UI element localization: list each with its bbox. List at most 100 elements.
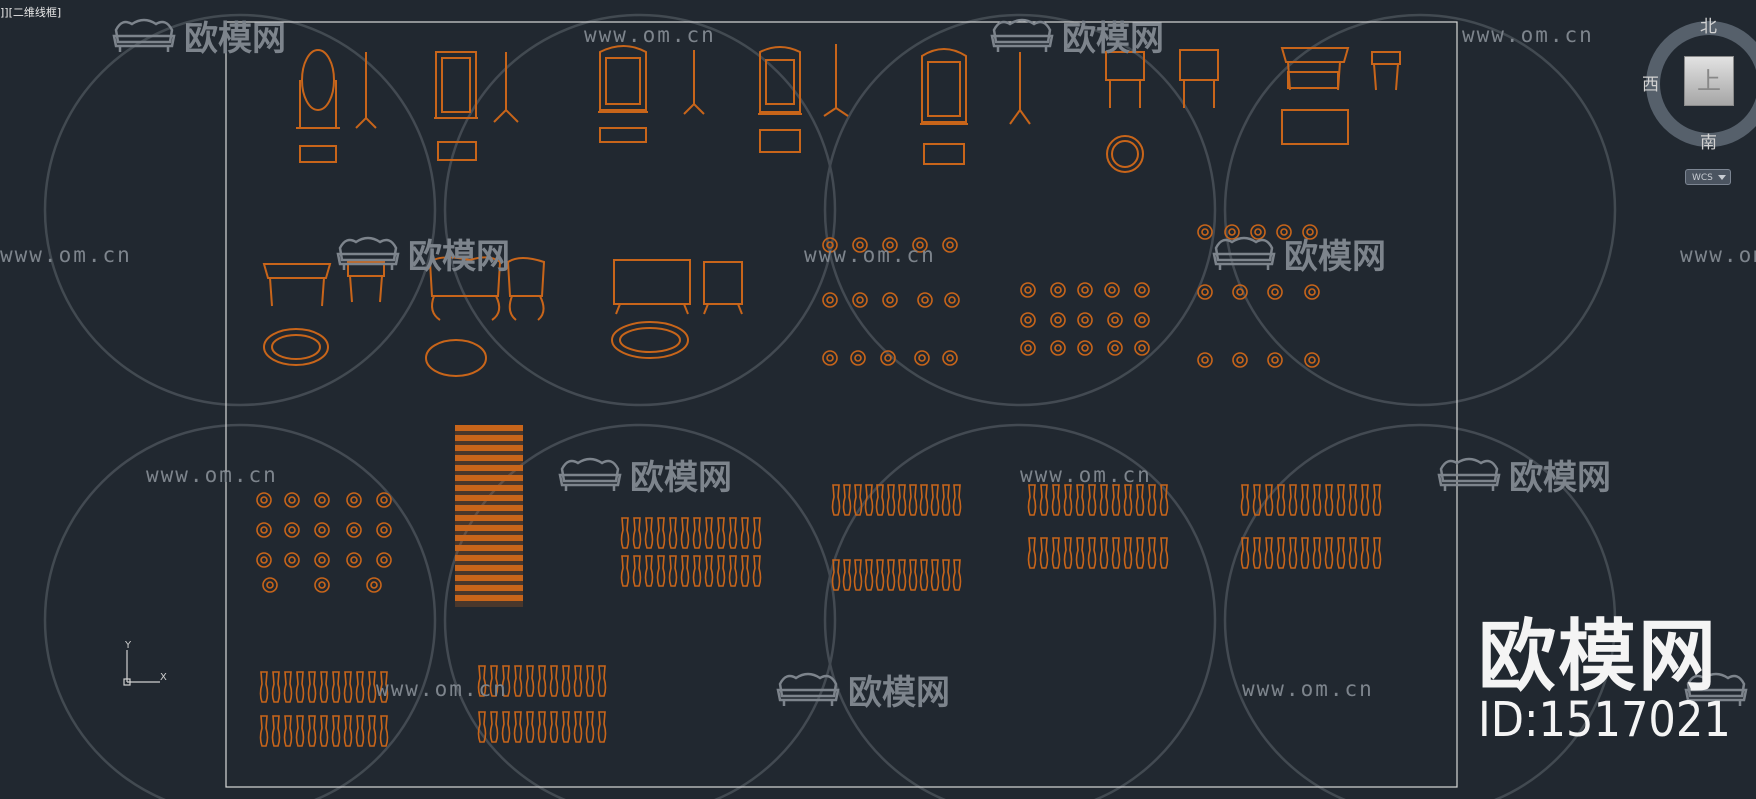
moulding-strip bbox=[455, 575, 523, 581]
watermark-url: www.om.cn bbox=[804, 243, 936, 267]
watermark-logo-icon bbox=[776, 672, 840, 708]
ornament-block bbox=[1050, 312, 1066, 328]
watermark-url: www.om.cn bbox=[1680, 243, 1756, 267]
furniture-leg-block bbox=[283, 671, 293, 703]
furniture-leg-block bbox=[1276, 484, 1286, 516]
furniture-leg-block bbox=[1135, 484, 1145, 516]
furniture-leg-block bbox=[908, 484, 918, 516]
furniture-leg-block bbox=[831, 559, 841, 591]
watermark-logo-icon bbox=[336, 236, 400, 272]
viewport-label[interactable]: ]][二维线框] bbox=[0, 6, 62, 19]
furniture-leg-block bbox=[331, 715, 341, 747]
moulding-strip bbox=[455, 485, 523, 491]
furniture-leg-block bbox=[1063, 537, 1073, 569]
furniture-leg-block bbox=[842, 559, 852, 591]
furniture-leg-block bbox=[307, 715, 317, 747]
furniture-leg-block bbox=[1240, 537, 1250, 569]
moulding-strip bbox=[455, 585, 523, 591]
ornament-block bbox=[376, 552, 392, 568]
furniture-leg-block bbox=[831, 484, 841, 516]
watermark-logo-text: 欧模网 bbox=[1062, 19, 1164, 59]
furniture-leg-block bbox=[271, 715, 281, 747]
watermark-url: www.om.cn bbox=[146, 463, 278, 487]
drawing-frame bbox=[225, 21, 1458, 788]
furniture-leg-block bbox=[908, 559, 918, 591]
wcs-dropdown[interactable]: WCS bbox=[1685, 169, 1731, 185]
furniture-leg-block bbox=[1159, 537, 1169, 569]
ornament-block bbox=[1107, 340, 1123, 356]
furniture-leg-block bbox=[1123, 537, 1133, 569]
moulding-strip bbox=[455, 595, 523, 601]
viewcube-west[interactable]: 西 bbox=[1642, 75, 1659, 95]
furniture-leg-block bbox=[573, 711, 583, 743]
furniture-leg-block bbox=[1240, 484, 1250, 516]
ornament-block bbox=[284, 492, 300, 508]
ornament-block bbox=[1304, 284, 1320, 300]
watermark-url: www.om.cn bbox=[1242, 677, 1374, 701]
furniture-leg-block bbox=[585, 711, 595, 743]
viewcube-top-face[interactable]: 上 bbox=[1684, 56, 1734, 106]
watermark-logo-text: 欧模网 bbox=[630, 458, 732, 498]
furniture-leg-block bbox=[728, 555, 738, 587]
furniture-leg-block bbox=[1372, 484, 1382, 516]
ornament-block bbox=[262, 577, 278, 593]
ornament-block bbox=[314, 492, 330, 508]
watermark-logos: 欧模网欧模网欧模网欧模网欧模网欧模网欧模网欧模网www.om.cnwww.om.… bbox=[0, 18, 1756, 713]
furniture-leg-block bbox=[875, 559, 885, 591]
furniture-leg-block bbox=[1135, 537, 1145, 569]
watermark-logo-icon bbox=[558, 457, 622, 493]
furniture-leg-block bbox=[1075, 537, 1085, 569]
furniture-leg-block bbox=[525, 711, 535, 743]
viewcube-south[interactable]: 南 bbox=[1700, 133, 1717, 153]
furniture-leg-block bbox=[740, 517, 750, 549]
ornament-block bbox=[1077, 282, 1093, 298]
furniture-leg-block bbox=[952, 559, 962, 591]
furniture-leg-block bbox=[343, 715, 353, 747]
ornament-block bbox=[314, 577, 330, 593]
furniture-leg-block bbox=[1111, 484, 1121, 516]
ornament-block bbox=[1104, 282, 1120, 298]
furniture-leg-block bbox=[740, 555, 750, 587]
furniture-leg-block bbox=[842, 484, 852, 516]
moulding-strip bbox=[455, 445, 523, 451]
furniture-leg-block bbox=[1099, 484, 1109, 516]
ornament-block bbox=[1197, 224, 1213, 240]
furniture-leg-block bbox=[853, 559, 863, 591]
furniture-leg-block bbox=[1252, 484, 1262, 516]
moulding-strip bbox=[455, 535, 523, 541]
ornament-block bbox=[1197, 352, 1213, 368]
brand-logo-text: 欧模网 bbox=[1478, 612, 1719, 702]
watermark-logo-icon bbox=[990, 18, 1054, 54]
furniture-leg-block bbox=[1348, 484, 1358, 516]
viewcube-ring[interactable] bbox=[1646, 21, 1756, 147]
furniture-leg-block bbox=[680, 555, 690, 587]
moulding-strip bbox=[455, 475, 523, 481]
ornament-block bbox=[1134, 340, 1150, 356]
furniture-leg-block bbox=[561, 665, 571, 697]
ornament-block bbox=[346, 552, 362, 568]
furniture-leg-block bbox=[716, 517, 726, 549]
furniture-leg-block bbox=[513, 711, 523, 743]
furniture-leg-block bbox=[259, 671, 269, 703]
ornament-block bbox=[822, 292, 838, 308]
viewcube-north[interactable]: 北 bbox=[1700, 17, 1717, 37]
ornament-block bbox=[1267, 352, 1283, 368]
furniture-leg-block bbox=[259, 715, 269, 747]
furniture-leg-block bbox=[1348, 537, 1358, 569]
moulding-strip bbox=[455, 555, 523, 561]
furniture-leg-block bbox=[752, 555, 762, 587]
furniture-leg-block bbox=[897, 484, 907, 516]
furniture-leg-block bbox=[283, 715, 293, 747]
furniture-leg-block bbox=[319, 715, 329, 747]
furniture-leg-block bbox=[930, 484, 940, 516]
furniture-leg-block bbox=[343, 671, 353, 703]
ornament-block bbox=[1050, 340, 1066, 356]
furniture-leg-block bbox=[1312, 484, 1322, 516]
mirror-group-row bbox=[296, 44, 1401, 173]
ornament-block bbox=[314, 522, 330, 538]
furniture-leg-block bbox=[704, 555, 714, 587]
furniture-leg-block bbox=[930, 559, 940, 591]
furniture-leg-block bbox=[1039, 537, 1049, 569]
furniture-leg-block bbox=[864, 484, 874, 516]
